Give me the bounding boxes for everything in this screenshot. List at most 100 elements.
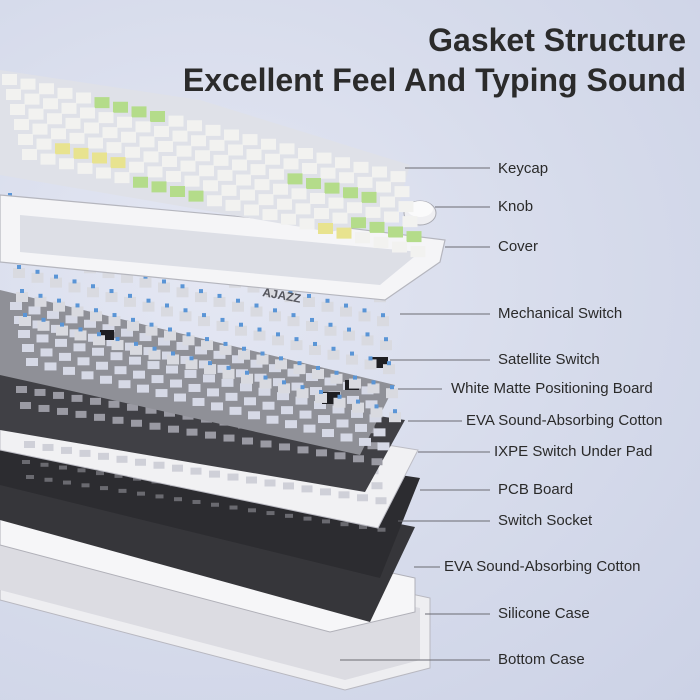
keycap — [361, 191, 377, 203]
keycap — [154, 126, 169, 137]
mechanical-switch — [389, 412, 401, 423]
keycap — [55, 143, 70, 155]
keycap — [373, 236, 389, 248]
plate-hole — [77, 357, 90, 366]
plate-hole — [336, 419, 349, 428]
mechanical-switch — [275, 359, 287, 370]
eva-hole — [38, 404, 50, 412]
switch-stem — [217, 293, 222, 298]
keycap — [390, 171, 406, 183]
mechanical-switch — [185, 359, 198, 370]
switch-stem — [112, 313, 117, 318]
mechanical-switch — [56, 325, 68, 336]
pcb-pad — [266, 511, 275, 516]
mechanical-switch — [346, 354, 358, 365]
mechanical-switch — [167, 354, 179, 365]
keycap — [187, 120, 202, 132]
eva-hole — [223, 434, 235, 442]
keycap — [217, 169, 233, 181]
mechanical-switch — [68, 282, 81, 293]
keycap — [320, 167, 336, 179]
positioning-board-layer — [0, 290, 395, 455]
pcb-pad — [322, 519, 330, 524]
keycap — [306, 178, 321, 189]
switch-stem — [208, 361, 212, 366]
plate-hole — [166, 365, 178, 374]
keycap — [261, 138, 276, 150]
keycap — [168, 115, 184, 127]
keycap — [176, 145, 192, 157]
pcb-pad — [359, 524, 367, 529]
switch-stem — [297, 361, 302, 366]
ixpe-hole — [79, 449, 91, 457]
keycap — [283, 158, 299, 170]
switch-stem — [279, 356, 283, 361]
switch-stem — [94, 308, 98, 313]
switch-stem — [239, 322, 243, 327]
eva-hole — [53, 391, 64, 399]
plate-hole — [170, 379, 182, 388]
eva-hole — [149, 422, 161, 430]
keycap — [203, 180, 218, 192]
switch-stem — [115, 337, 120, 342]
keycap — [236, 174, 251, 186]
pcb-pad — [114, 473, 123, 478]
switch-stem — [307, 293, 311, 298]
eva-hole — [145, 406, 157, 414]
switch-stem — [54, 274, 58, 279]
mechanical-switch — [383, 364, 395, 375]
mechanical-switch — [306, 320, 318, 331]
switch-stem — [337, 394, 342, 399]
mechanical-switch — [343, 330, 355, 341]
plate-hole — [377, 442, 390, 451]
plate-hole — [121, 328, 133, 337]
keycap — [335, 157, 350, 169]
ixpe-hole — [246, 476, 257, 484]
keycap — [180, 160, 196, 172]
keycap — [209, 139, 225, 151]
keycap — [125, 146, 140, 158]
mechanical-switch — [93, 335, 105, 346]
switch-stem — [319, 389, 323, 394]
switch-stem — [325, 298, 330, 303]
pcb-pad — [174, 497, 182, 502]
plate-hole — [254, 373, 267, 382]
mechanical-switch — [37, 320, 50, 331]
eva-hole — [71, 394, 83, 402]
switch-stem — [365, 332, 370, 337]
keycap — [166, 171, 181, 182]
switch-stem — [75, 303, 80, 308]
keycap — [269, 168, 284, 180]
keycap — [40, 153, 56, 165]
plate-hole — [65, 315, 78, 324]
mechanical-switch — [219, 344, 232, 355]
ixpe-hole — [320, 488, 331, 496]
keycap — [298, 148, 313, 159]
pcb-pad — [26, 475, 34, 479]
switch-stem — [328, 322, 333, 327]
mechanical-switch — [182, 335, 195, 346]
keycap — [6, 89, 21, 100]
plate-hole — [22, 344, 34, 352]
switch-stem — [263, 375, 268, 380]
mechanical-switch — [130, 344, 142, 355]
mechanical-switch — [349, 378, 361, 389]
keycap — [102, 127, 118, 139]
ixpe-hole — [61, 446, 72, 454]
plate-hole — [151, 375, 164, 384]
switch-stem — [368, 356, 373, 361]
switch-stem — [384, 337, 388, 342]
switch-stem — [57, 298, 61, 303]
keycap — [244, 204, 259, 216]
keycap — [158, 141, 173, 152]
plate-hole — [258, 387, 271, 396]
keycap — [129, 161, 144, 173]
eva-hole — [242, 437, 253, 445]
switch-stem — [202, 313, 206, 318]
ixpe-hole — [283, 482, 294, 490]
plate-hole — [273, 378, 285, 387]
mechanical-switch — [90, 311, 102, 322]
plate-hole — [318, 415, 330, 424]
keycap — [372, 166, 387, 178]
